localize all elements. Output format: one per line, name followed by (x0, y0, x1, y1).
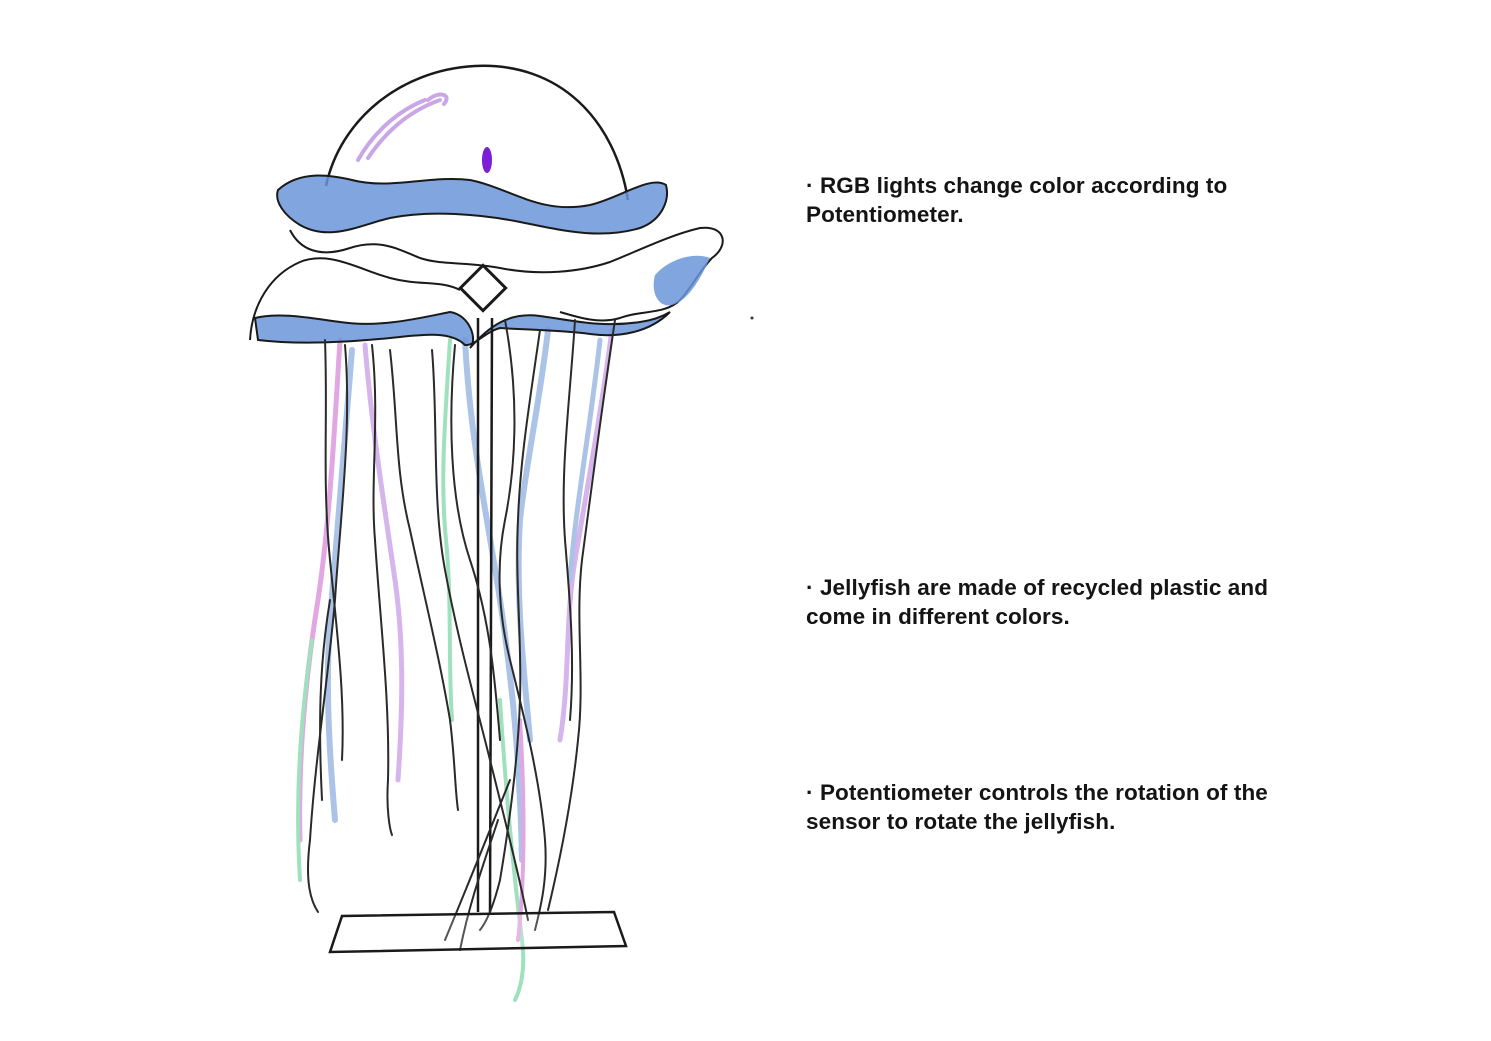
stand-pole (476, 317, 494, 913)
rgb-light-icon (482, 147, 492, 173)
right-ruffle-fill (653, 255, 710, 306)
stand-base (328, 910, 628, 954)
bell-highlight (356, 92, 449, 162)
tentacle-outlines (307, 319, 616, 951)
upper-ruffle (276, 174, 668, 235)
mount-diamond-icon (458, 263, 508, 313)
lower-ruffle (253, 310, 671, 349)
stray-mark (750, 316, 754, 320)
tentacle-color-strokes (296, 327, 615, 1002)
note-recycled-plastic: · Jellyfish are made of recycled plastic… (806, 575, 1269, 629)
note-potentiometer-rotation: · Potentiometer controls the rotation of… (806, 780, 1268, 834)
bell-dome-outline (324, 64, 630, 201)
lower-ruffle-outline (249, 257, 461, 341)
middle-ruffle (289, 226, 724, 322)
note-rgb-lights: · RGB lights change color according to P… (806, 173, 1228, 227)
